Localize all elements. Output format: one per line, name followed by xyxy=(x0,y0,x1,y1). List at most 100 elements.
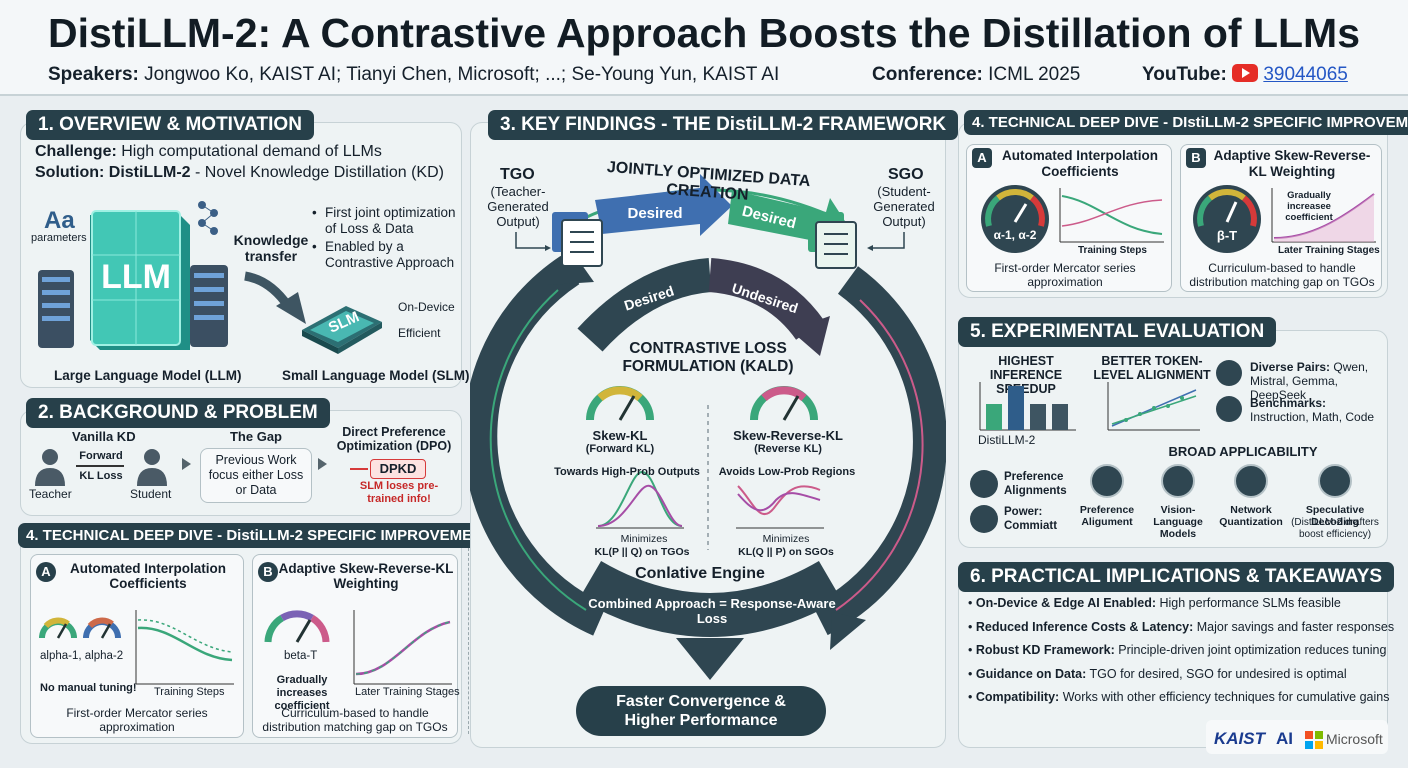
network-icon xyxy=(1234,464,1268,498)
llm-caption: Large Language Model (LLM) xyxy=(54,368,242,383)
no-manual-tuning-note: No manual tuning! xyxy=(40,682,137,694)
b-caption: Curriculum-based to handle distribution … xyxy=(1189,261,1375,289)
evaluation-panel xyxy=(958,330,1388,548)
lock-icon xyxy=(970,505,998,533)
on-device-label: On-Device xyxy=(398,300,455,314)
deep-dive-left-a-box xyxy=(30,554,244,738)
kaist-logo: KAIST xyxy=(1214,729,1265,748)
page-title: DistiLLM-2: A Contrastive Approach Boost… xyxy=(47,10,1361,56)
aa-icon: Aa xyxy=(44,207,75,234)
implications-panel xyxy=(958,574,1388,748)
overview-bullets: •First joint optimization of Loss & Data… xyxy=(312,205,462,271)
gap-title: The Gap xyxy=(229,429,282,444)
b-note: Gradually increasee coefficient xyxy=(1285,190,1333,223)
b-axis-label: Later Training Stages xyxy=(355,686,460,698)
kl-loss-label: KL Loss xyxy=(79,470,123,482)
list-icon xyxy=(1216,396,1242,422)
a-caption: First-order Mercator series approximatio… xyxy=(66,706,208,734)
speakers-label: Speakers: xyxy=(48,64,139,85)
bench-line: Benchmarks:Instruction, Math, Code xyxy=(1250,396,1375,424)
skew-rkl-desc: Avoids Low-Prob Regions xyxy=(718,466,856,478)
broad-title: BROAD APPLICABILITY xyxy=(1168,444,1318,459)
teacher-label: Teacher xyxy=(29,487,72,501)
list-item: • Robust KD Framework: Principle-driven … xyxy=(968,643,1387,657)
conference: ICML 2025 xyxy=(988,64,1081,85)
llm-block-label: LLM xyxy=(101,258,171,296)
knowledge-transfer-label: Knowledge transfer xyxy=(233,232,309,264)
loss-title: CONTRASTIVE LOSS FORMULATION (KALD) xyxy=(622,340,794,375)
speedup-bar-chart xyxy=(979,382,1076,431)
chevron-right-icon xyxy=(318,458,327,470)
a-decay-curve xyxy=(1059,188,1164,243)
a-title: Automated Interpolation Coefficients xyxy=(70,561,226,591)
network-icon xyxy=(1216,360,1242,386)
pairs-line: Diverse Pairs: Qwen, Mistral, Gemma, Dee… xyxy=(1250,360,1369,402)
implications-title: 6. PRACTICAL IMPLICATIONS & TAKEAWAYS xyxy=(958,562,1395,592)
overview-bullet: •First joint optimization of Loss & Data xyxy=(312,205,456,236)
list-item: • Compatibility: Works with other effici… xyxy=(968,690,1390,704)
spec-note: (DistiLLM-2 drafters boost efficiency) xyxy=(1291,517,1379,540)
list-item: • Guidance on Data: TGO for desired, SGO… xyxy=(968,666,1347,681)
microsoft-logo: Microsoft xyxy=(1326,731,1383,747)
b-growth-curve xyxy=(353,610,452,685)
tgo-label: TGO xyxy=(500,166,535,183)
framework-cycle-diagram xyxy=(470,174,946,680)
b-badge: B xyxy=(258,562,278,582)
reverse-kl-label: (Reverse KL) xyxy=(754,443,822,455)
youtube-icon xyxy=(1232,64,1259,82)
youtube-link[interactable]: 39044065 xyxy=(1263,64,1348,85)
a-caption: First-order Mercator series approximatio… xyxy=(994,261,1136,289)
gauge-icon xyxy=(39,617,121,639)
dpkd-badge: DPKD xyxy=(370,459,426,479)
youtube-label: YouTube: xyxy=(1142,64,1227,85)
speakers: Jongwoo Ko, KAIST AI; Tianyi Chen, Micro… xyxy=(144,64,780,85)
a-axis-label: Training Steps xyxy=(1078,245,1147,256)
skew-rkl-formula: KL(Q || P) on SGOs xyxy=(738,546,834,558)
gauge-icon xyxy=(981,185,1049,253)
skew-kl-desc: Towards High-Prob Outputs xyxy=(554,466,700,478)
skew-kl-formula: KL(P || Q) on TGOs xyxy=(594,546,690,558)
list-item: • On-Device & Edge AI Enabled: High perf… xyxy=(968,596,1341,610)
deep-dive-left-b-box xyxy=(252,554,458,738)
student-icon xyxy=(137,449,167,486)
header-bar xyxy=(0,0,1408,96)
forward-label: Forward xyxy=(79,450,123,462)
deep-dive-left-title: 4. TECHNICAL DEEP DIVE - DistiLLM-2 SPEC… xyxy=(18,523,511,548)
b-growth-curve xyxy=(1271,188,1376,243)
sliders-icon xyxy=(1090,464,1124,498)
app-label: Network Quantization xyxy=(1219,504,1283,528)
image-icon xyxy=(1161,464,1195,498)
b-note: Gradually increases coefficient xyxy=(274,674,330,712)
llm-server-illustration xyxy=(38,201,228,350)
knowledge-transfer-arrow-icon xyxy=(244,271,306,324)
combined-approach-label: Combined Approach = Response-Aware Loss xyxy=(588,596,836,626)
result-banner: Faster Convergence & Higher Performance xyxy=(576,686,826,736)
overview-title: 1. OVERVIEW & MOTIVATION xyxy=(26,110,314,140)
youtube-line: YouTube: 39044065 xyxy=(1142,64,1348,86)
skew-kl-minimizes: Minimizes xyxy=(620,533,668,545)
b-title: Adaptive Skew-Reverse-KL Weighting xyxy=(1213,148,1371,179)
pref-label: Preference Alignments xyxy=(1004,471,1067,497)
parameters-label: parameters xyxy=(31,232,87,244)
a-decay-curve xyxy=(135,610,234,685)
sgo-label: SGO xyxy=(888,166,924,183)
a-gauge-label: α-1, α-2 xyxy=(993,228,1037,242)
lightbulb-icon xyxy=(970,470,998,498)
skew-kl-label: Skew-KL xyxy=(592,428,648,443)
engine-label: Conlative Engine xyxy=(635,565,765,582)
power-label: Power: Commiatt xyxy=(1004,506,1058,532)
teacher-icon xyxy=(35,449,65,486)
warning-arrow-icon xyxy=(350,468,368,470)
a-badge: A xyxy=(36,562,56,582)
dpo-title: Direct Preference Optimization (DPO) xyxy=(336,425,452,453)
forward-kl-label: (Forward KL) xyxy=(585,443,655,455)
app-label: Speculative Decoding xyxy=(1305,504,1365,528)
chevron-right-icon xyxy=(182,458,191,470)
b-caption: Curriculum-based to handle distribution … xyxy=(262,706,448,734)
tgo-desc: (Teacher-Generated Output) xyxy=(487,184,549,229)
alignment-scatter xyxy=(1107,382,1200,431)
b-title: Adaptive Skew-Reverse-KL Weighting xyxy=(278,561,454,591)
skew-rkl-label: Skew-Reverse-KL xyxy=(733,428,843,443)
gauge-icon xyxy=(1193,185,1261,253)
implications-list: • On-Device & Edge AI Enabled: High perf… xyxy=(968,596,1394,714)
